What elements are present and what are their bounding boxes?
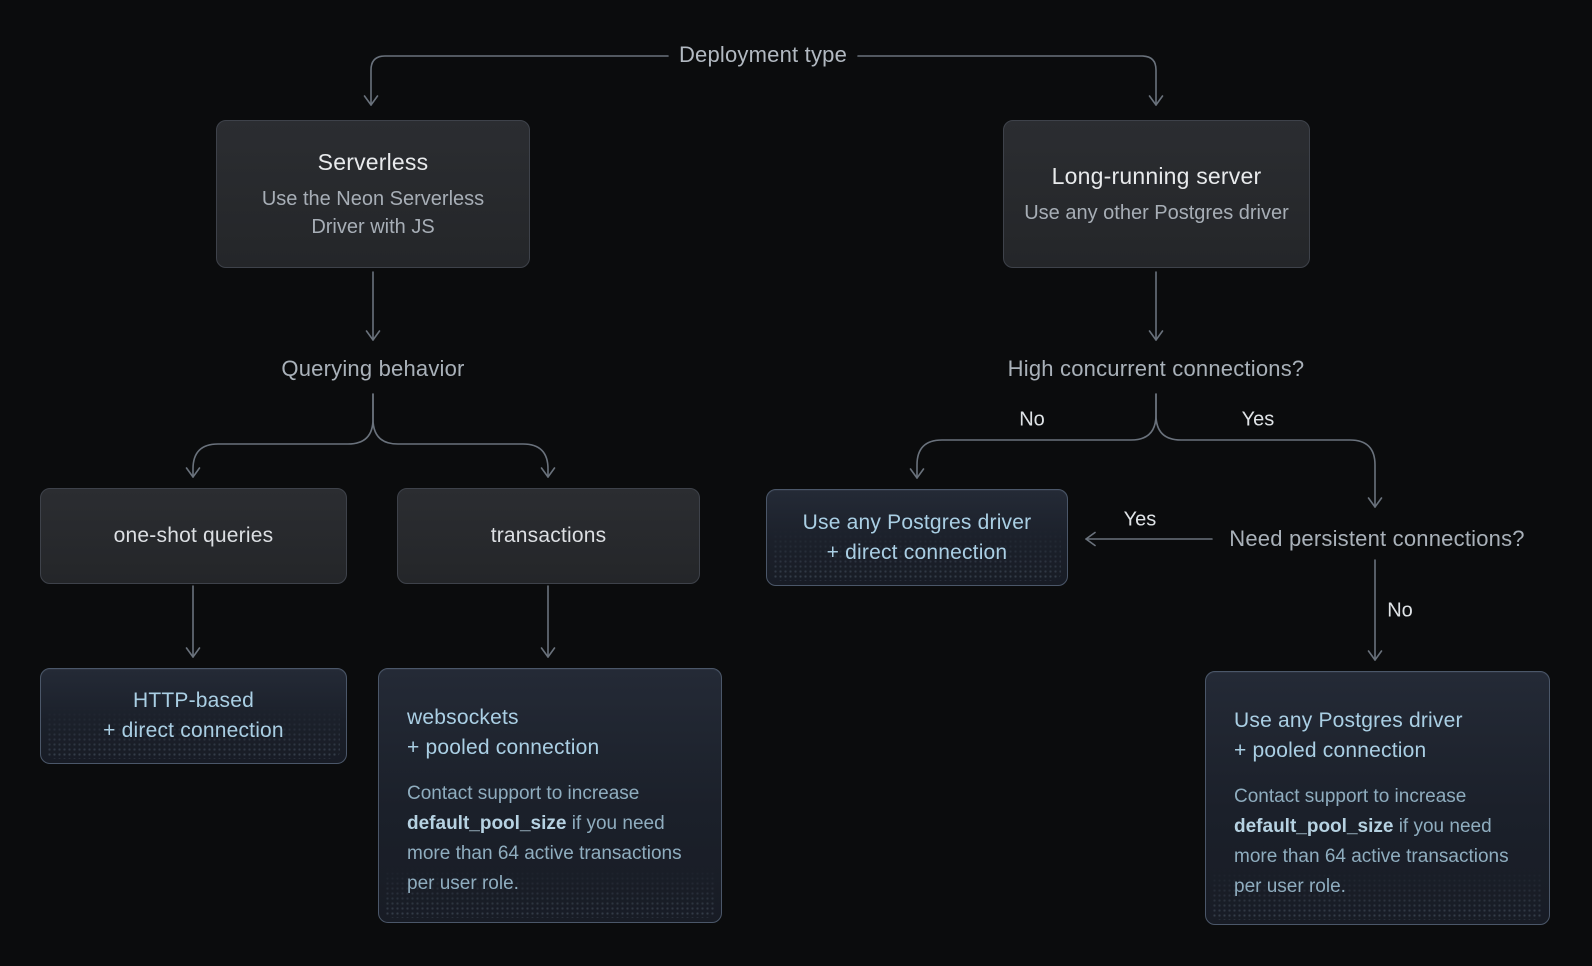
label-high-concurrent-connections: High concurrent connections? xyxy=(1007,356,1305,381)
node-websockets-line2: + pooled connection xyxy=(407,736,600,759)
node-direct-driver: Use any Postgres driver + direct connect… xyxy=(766,489,1068,586)
node-pooled-driver-line2: + pooled connection xyxy=(1234,739,1427,762)
branch-label-no-concurrent: No xyxy=(1019,408,1045,431)
label-deployment-type: Deployment type xyxy=(678,42,848,67)
support-code-term: default_pool_size xyxy=(1234,816,1394,837)
node-one-shot-queries: one-shot queries xyxy=(40,488,347,584)
branch-label-yes-concurrent: Yes xyxy=(1241,408,1275,431)
branch-label-yes-persistent: Yes xyxy=(1123,508,1157,531)
node-one-shot-label: one-shot queries xyxy=(113,524,274,547)
label-need-persistent-connections: Need persistent connections? xyxy=(1229,526,1525,551)
support-text: Contact support to increase xyxy=(407,783,640,804)
node-pooled-driver-support-note: Contact support to increase default_pool… xyxy=(1234,782,1521,902)
node-serverless-subtitle: Use the Neon Serverless Driver with JS xyxy=(261,188,485,238)
node-direct-driver-line2: + direct connection xyxy=(826,540,1008,564)
node-long-running-server: Long-running server Use any other Postgr… xyxy=(1003,120,1310,268)
support-code-term: default_pool_size xyxy=(407,813,567,834)
support-text: Contact support to increase xyxy=(1234,786,1467,807)
support-text: if you need more than 64 active transact… xyxy=(407,813,682,894)
node-http-based: HTTP-based + direct connection xyxy=(40,668,347,764)
node-direct-driver-line1: Use any Postgres driver xyxy=(802,510,1032,534)
node-serverless-title: Serverless xyxy=(317,149,429,175)
node-http-based-line1: HTTP-based xyxy=(132,689,255,712)
node-transactions: transactions xyxy=(397,488,700,584)
node-pooled-driver: Use any Postgres driver + pooled connect… xyxy=(1205,671,1550,925)
node-long-running-subtitle: Use any other Postgres driver xyxy=(1024,202,1289,224)
node-pooled-driver-line1: Use any Postgres driver xyxy=(1234,709,1463,732)
node-http-based-line2: + direct connection xyxy=(103,719,284,742)
node-websockets: websockets + pooled connection Contact s… xyxy=(378,668,722,923)
label-querying-behavior: Querying behavior xyxy=(281,356,465,381)
node-long-running-title: Long-running server xyxy=(1051,163,1262,189)
edge-querying-to-oneshot xyxy=(185,393,374,478)
support-text: if you need more than 64 active transact… xyxy=(1234,816,1509,897)
edge-root-to-longrunning xyxy=(857,55,1164,106)
node-serverless: Serverless Use the Neon Serverless Drive… xyxy=(216,120,530,268)
edge-querying-to-transactions xyxy=(372,393,556,478)
edge-concurrent-no xyxy=(909,393,1157,479)
edge-root-to-serverless xyxy=(363,55,669,106)
branch-label-no-persistent: No xyxy=(1387,599,1413,622)
node-websockets-support-note: Contact support to increase default_pool… xyxy=(407,779,693,899)
node-transactions-label: transactions xyxy=(490,524,607,547)
node-websockets-line1: websockets xyxy=(407,706,519,729)
